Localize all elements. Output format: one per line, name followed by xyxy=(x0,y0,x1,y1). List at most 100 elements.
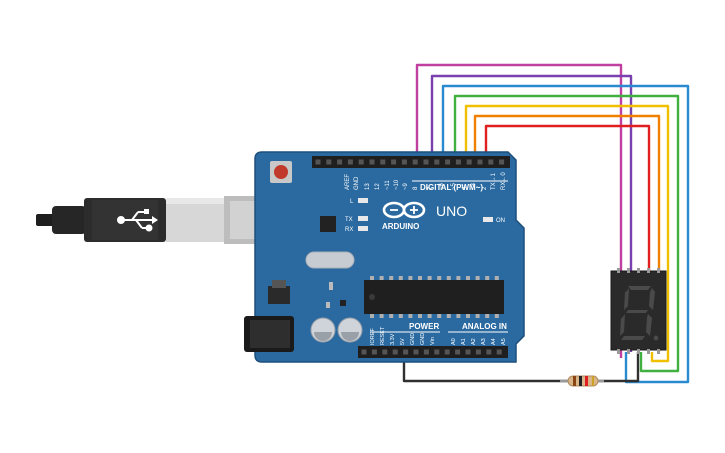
bottom-pin-label: A2 xyxy=(471,338,477,345)
header-pin-hole[interactable] xyxy=(455,349,461,355)
header-pin-hole[interactable] xyxy=(488,159,494,165)
bottom-pin-label: 5V xyxy=(400,338,406,345)
header-pin-hole[interactable] xyxy=(369,159,375,165)
top-pin-label: 8 xyxy=(413,186,419,190)
bottom-pin-label: IOREF xyxy=(370,328,376,345)
top-pin-label: 2 xyxy=(482,186,488,190)
wire-green[interactable] xyxy=(453,94,680,373)
header-pin-hole[interactable] xyxy=(403,349,409,355)
model-label: UNO xyxy=(436,203,467,219)
header-pin-hole[interactable] xyxy=(455,159,461,165)
bottom-pin-labels: IOREF RESET 3.3V 5V GND GND Vin A0 A1 A2 A3 A4 A5 xyxy=(370,326,507,345)
top-pin-label: ~3 xyxy=(471,182,477,190)
power-jack[interactable] xyxy=(244,316,294,352)
seven-segment-display[interactable] xyxy=(610,268,667,354)
display-bottom-pins xyxy=(617,349,660,354)
header-pin-hole[interactable] xyxy=(401,159,407,165)
bottom-pin-label: A5 xyxy=(501,338,507,345)
header-pin-hole[interactable] xyxy=(496,349,502,355)
reset-button[interactable] xyxy=(270,161,292,183)
wire-magenta[interactable] xyxy=(415,63,623,358)
display-segments xyxy=(620,286,659,341)
header-pin-hole[interactable] xyxy=(358,159,364,165)
wire-orange[interactable] xyxy=(473,114,661,352)
wire-yellow[interactable] xyxy=(464,104,670,363)
header-pin-hole[interactable] xyxy=(315,159,321,165)
analog-header-label: ANALOG IN xyxy=(462,322,507,331)
header-pin-hole[interactable] xyxy=(392,349,398,355)
top-pin-label: AREF xyxy=(345,174,351,190)
top-pin-label: GND xyxy=(354,176,360,190)
bottom-pin-label: A4 xyxy=(491,338,497,345)
header-pin-hole[interactable] xyxy=(391,159,397,165)
wire-blue[interactable] xyxy=(441,84,690,384)
top-pin-label: ~5 xyxy=(451,182,457,190)
usb-chip xyxy=(320,216,336,232)
display-top-pins xyxy=(617,268,660,273)
bottom-pin-label: RESET xyxy=(380,326,386,345)
bottom-pin-label: 3.3V xyxy=(390,333,396,345)
header-pin-hole[interactable] xyxy=(475,349,481,355)
wire-purple[interactable] xyxy=(430,74,633,352)
header-pin-hole[interactable] xyxy=(486,349,492,355)
header-pin-hole[interactable] xyxy=(382,349,388,355)
header-pin-hole[interactable] xyxy=(413,349,419,355)
header-pin-hole[interactable] xyxy=(412,159,418,165)
header-pin-hole[interactable] xyxy=(434,349,440,355)
resistor[interactable] xyxy=(560,375,604,387)
top-pin-label: ~11 xyxy=(385,180,391,190)
top-pin-label: 4 xyxy=(462,186,468,190)
header-pin-hole[interactable] xyxy=(423,349,429,355)
bottom-pin-label: A0 xyxy=(451,338,457,345)
bottom-pin-label: A1 xyxy=(461,338,467,345)
top-pin-label: ~10 xyxy=(394,179,400,190)
top-pin-label: 7 xyxy=(428,186,434,190)
header-pin-hole[interactable] xyxy=(477,159,483,165)
digital-header-label: DIGITAL (PWM~) xyxy=(420,183,483,192)
led-rx xyxy=(358,226,368,231)
bottom-pin-label: GND xyxy=(410,333,416,345)
top-header xyxy=(312,156,510,168)
header-pin-hole[interactable] xyxy=(371,349,377,355)
power-header-label: POWER xyxy=(409,322,439,331)
led-tx-label: TX xyxy=(345,217,353,223)
brand-label: ARDUINO xyxy=(382,222,419,231)
header-pin-hole[interactable] xyxy=(326,159,332,165)
top-pin-label: 13 xyxy=(365,183,371,190)
wire-red[interactable] xyxy=(484,124,651,272)
led-l-label: L xyxy=(350,199,354,205)
header-pin-hole[interactable] xyxy=(337,159,343,165)
header-pin-hole[interactable] xyxy=(445,159,451,165)
microcontroller-chip xyxy=(364,276,504,318)
bottom-pin-label: A3 xyxy=(481,338,487,345)
bottom-pin-label: GND xyxy=(420,333,426,345)
led-l xyxy=(358,198,368,203)
capacitor-left xyxy=(310,317,336,343)
voltage-regulator xyxy=(268,286,290,304)
capacitor-right xyxy=(337,317,363,343)
crystal-oscillator xyxy=(305,251,355,269)
led-on-label: ON xyxy=(496,218,505,224)
header-pin-hole[interactable] xyxy=(347,159,353,165)
header-pin-hole[interactable] xyxy=(380,159,386,165)
bottom-pin-label: Vin xyxy=(430,337,436,345)
top-pin-label: ~9 xyxy=(403,182,409,190)
header-pin-hole[interactable] xyxy=(423,159,429,165)
header-pin-hole[interactable] xyxy=(466,159,472,165)
header-pin-hole[interactable] xyxy=(465,349,471,355)
header-pin-hole[interactable] xyxy=(361,349,367,355)
bottom-header xyxy=(358,346,508,358)
header-pin-hole[interactable] xyxy=(444,349,450,355)
usb-symbol-icon xyxy=(117,209,158,232)
wire-group xyxy=(402,63,690,384)
bottom-pin-row xyxy=(361,349,502,355)
led-tx xyxy=(358,216,368,221)
led-rx-label: RX xyxy=(345,227,353,233)
arduino-logo-icon xyxy=(382,201,426,219)
header-pin-hole[interactable] xyxy=(499,159,505,165)
top-pin-label: 12 xyxy=(375,183,381,190)
led-on xyxy=(483,217,493,222)
header-pin-hole[interactable] xyxy=(434,159,440,165)
